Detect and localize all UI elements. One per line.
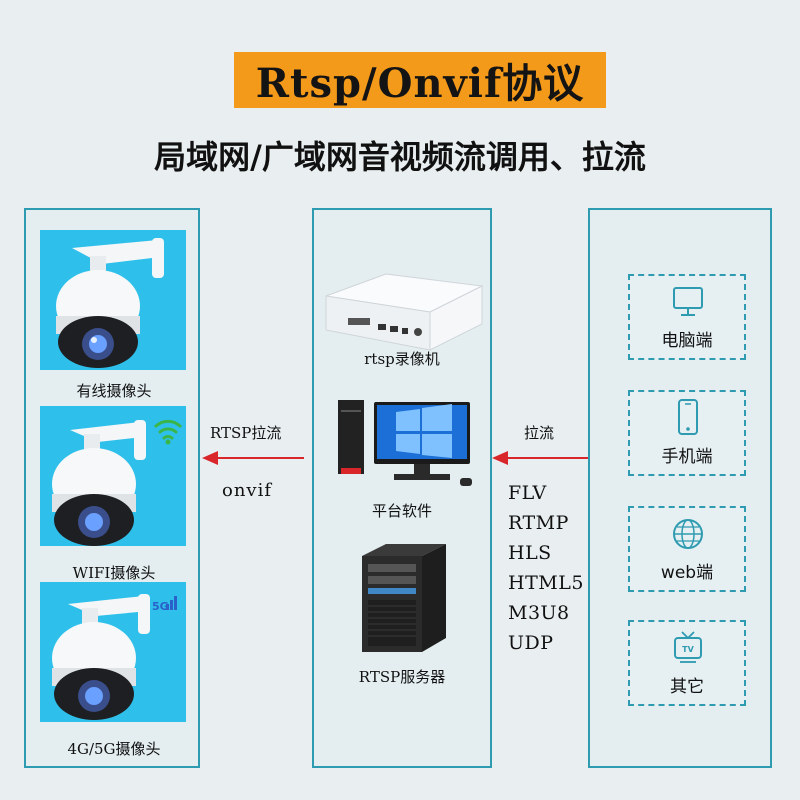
camera-wired-image bbox=[40, 230, 186, 370]
format-item: FLV bbox=[508, 482, 547, 504]
client-pc-label: 电脑端 bbox=[661, 331, 713, 351]
format-item: RTMP bbox=[508, 512, 569, 534]
wifi-signal-icon bbox=[154, 419, 182, 440]
title-banner: Rtsp/Onvif协议 bbox=[234, 52, 606, 108]
nvr-label: rtsp录像机 bbox=[364, 350, 440, 368]
left-arrow bbox=[202, 451, 304, 465]
smartphone-icon bbox=[678, 399, 698, 435]
4g-camera-icon: 5G bbox=[52, 594, 177, 720]
camera-wired-label: 有线摄像头 bbox=[76, 382, 152, 400]
monitor-icon bbox=[673, 287, 703, 316]
format-list: FLV RTMP HLS HTML5 M3U8 UDP bbox=[508, 478, 584, 658]
subtitle: 局域网/广域网音视频流调用、拉流 bbox=[154, 138, 646, 176]
client-mobile-label: 手机端 bbox=[661, 447, 713, 467]
camera-4g-label: 4G/5G摄像头 bbox=[67, 740, 161, 758]
cellular-signal-icon bbox=[166, 596, 177, 610]
globe-icon bbox=[673, 519, 703, 549]
format-item: HLS bbox=[508, 542, 552, 564]
camera-wifi-label: WIFI摄像头 bbox=[72, 564, 156, 582]
format-item: UDP bbox=[508, 632, 554, 654]
client-panel: 电脑端 手机端 web端 TV 其它 bbox=[588, 208, 772, 768]
left-arrow-sub: onvif bbox=[222, 480, 273, 501]
client-web-label: web端 bbox=[660, 563, 714, 583]
desktop-computer-icon bbox=[338, 400, 472, 486]
camera-panel: 有线摄像头 WIFI摄像头 bbox=[24, 208, 200, 768]
client-other-label: 其它 bbox=[670, 677, 704, 697]
title: Rtsp/Onvif协议 bbox=[255, 60, 585, 107]
platform-software-label: 平台软件 bbox=[371, 502, 432, 520]
left-arrow-label: RTSP拉流 bbox=[210, 424, 282, 442]
signal-badge-text: 5G bbox=[152, 600, 169, 613]
right-arrow-label: 拉流 bbox=[524, 424, 555, 442]
ptz-dome-camera-icon bbox=[56, 238, 164, 368]
client-mobile: 手机端 bbox=[628, 390, 746, 476]
client-web: web端 bbox=[628, 506, 746, 592]
format-item: HTML5 bbox=[508, 572, 584, 594]
server-tower-icon bbox=[362, 544, 446, 652]
format-item: M3U8 bbox=[508, 602, 570, 624]
rtsp-server-label: RTSP服务器 bbox=[358, 668, 446, 686]
wifi-camera-icon bbox=[52, 419, 182, 546]
camera-4g-image: 5G bbox=[40, 582, 186, 722]
right-arrow bbox=[492, 451, 588, 465]
client-pc: 电脑端 bbox=[628, 274, 746, 360]
svg-text:TV: TV bbox=[682, 645, 694, 654]
camera-wifi-image bbox=[40, 406, 186, 546]
device-panel: rtsp录像机 平台软件 RTSP服务器 bbox=[312, 208, 492, 768]
nvr-recorder-icon bbox=[325, 273, 484, 351]
client-other: TV 其它 bbox=[628, 620, 746, 706]
tv-icon: TV bbox=[674, 631, 702, 663]
